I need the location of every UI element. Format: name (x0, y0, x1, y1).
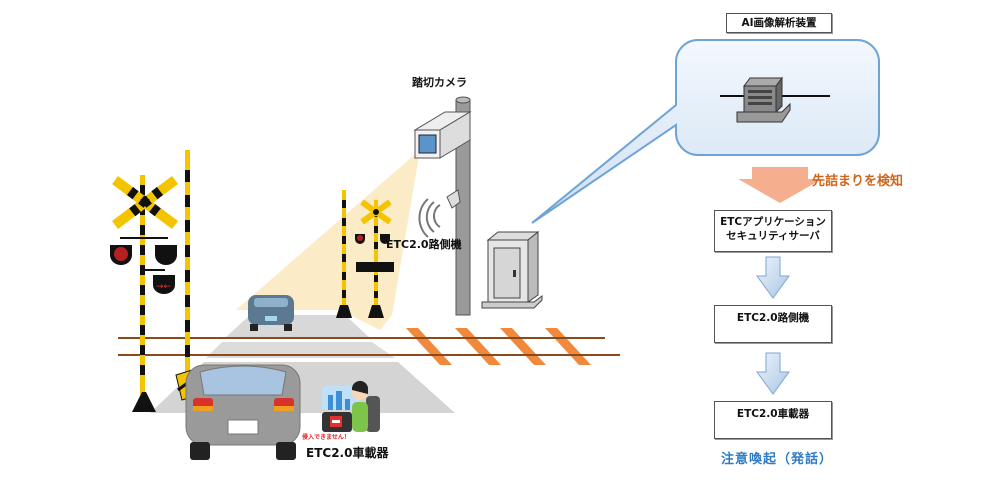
flow-step-roadside-unit: ETC2.0路側機 (714, 305, 832, 343)
crossbuck-sign (112, 176, 178, 229)
flow-step-line1: ETCアプリケーション (720, 216, 826, 228)
callout-bubble (531, 39, 880, 224)
down-arrow-icon (756, 256, 790, 299)
flow-step-onboard-unit: ETC2.0車載器 (714, 401, 832, 439)
camera-label: 踏切カメラ (412, 76, 467, 89)
control-cabinet (481, 230, 543, 309)
svg-text:→←: →← (156, 282, 172, 292)
flow-step-line2: セキュリティサーバ (726, 230, 820, 242)
flow-step-security-server: ETCアプリケーション セキュリティサーバ (714, 210, 832, 252)
sleeper (406, 328, 452, 365)
down-arrow-icon (756, 352, 790, 395)
direction-indicator (153, 275, 175, 294)
ai-device-callout (531, 39, 880, 224)
server-icon (720, 76, 830, 123)
roadside-unit-label: ETC2.0路側機 (386, 238, 462, 251)
railway-crossing-scene: →← (110, 96, 620, 460)
crossing-camera (413, 111, 472, 159)
detect-arrow (738, 167, 822, 203)
wireless-signal-icon (418, 198, 441, 238)
warning-lamp (155, 245, 177, 265)
signal-base (132, 392, 156, 412)
car-near (185, 364, 301, 460)
crossing-barrier-pole (175, 150, 199, 401)
ai-device-title: AI画像解析装置 (726, 13, 832, 33)
driver-illustration (322, 380, 380, 432)
onboard-unit-label: ETC2.0車載器 (306, 446, 389, 460)
result-label: 注意喚起（発話） (721, 452, 834, 467)
camera-pole (413, 96, 472, 316)
car-far (248, 295, 294, 331)
sleeper (455, 328, 501, 365)
crossing-signal-far (336, 190, 394, 318)
road-far (225, 315, 370, 338)
sleeper (500, 328, 546, 365)
crossing-signal-left: →← (110, 175, 178, 412)
railway-track (118, 328, 620, 365)
sleeper (545, 328, 591, 365)
warning-screen-text: 侵入できません！ (302, 434, 350, 441)
detect-label: 先詰まりを検知 (812, 174, 904, 189)
roadside-antenna (446, 189, 461, 209)
